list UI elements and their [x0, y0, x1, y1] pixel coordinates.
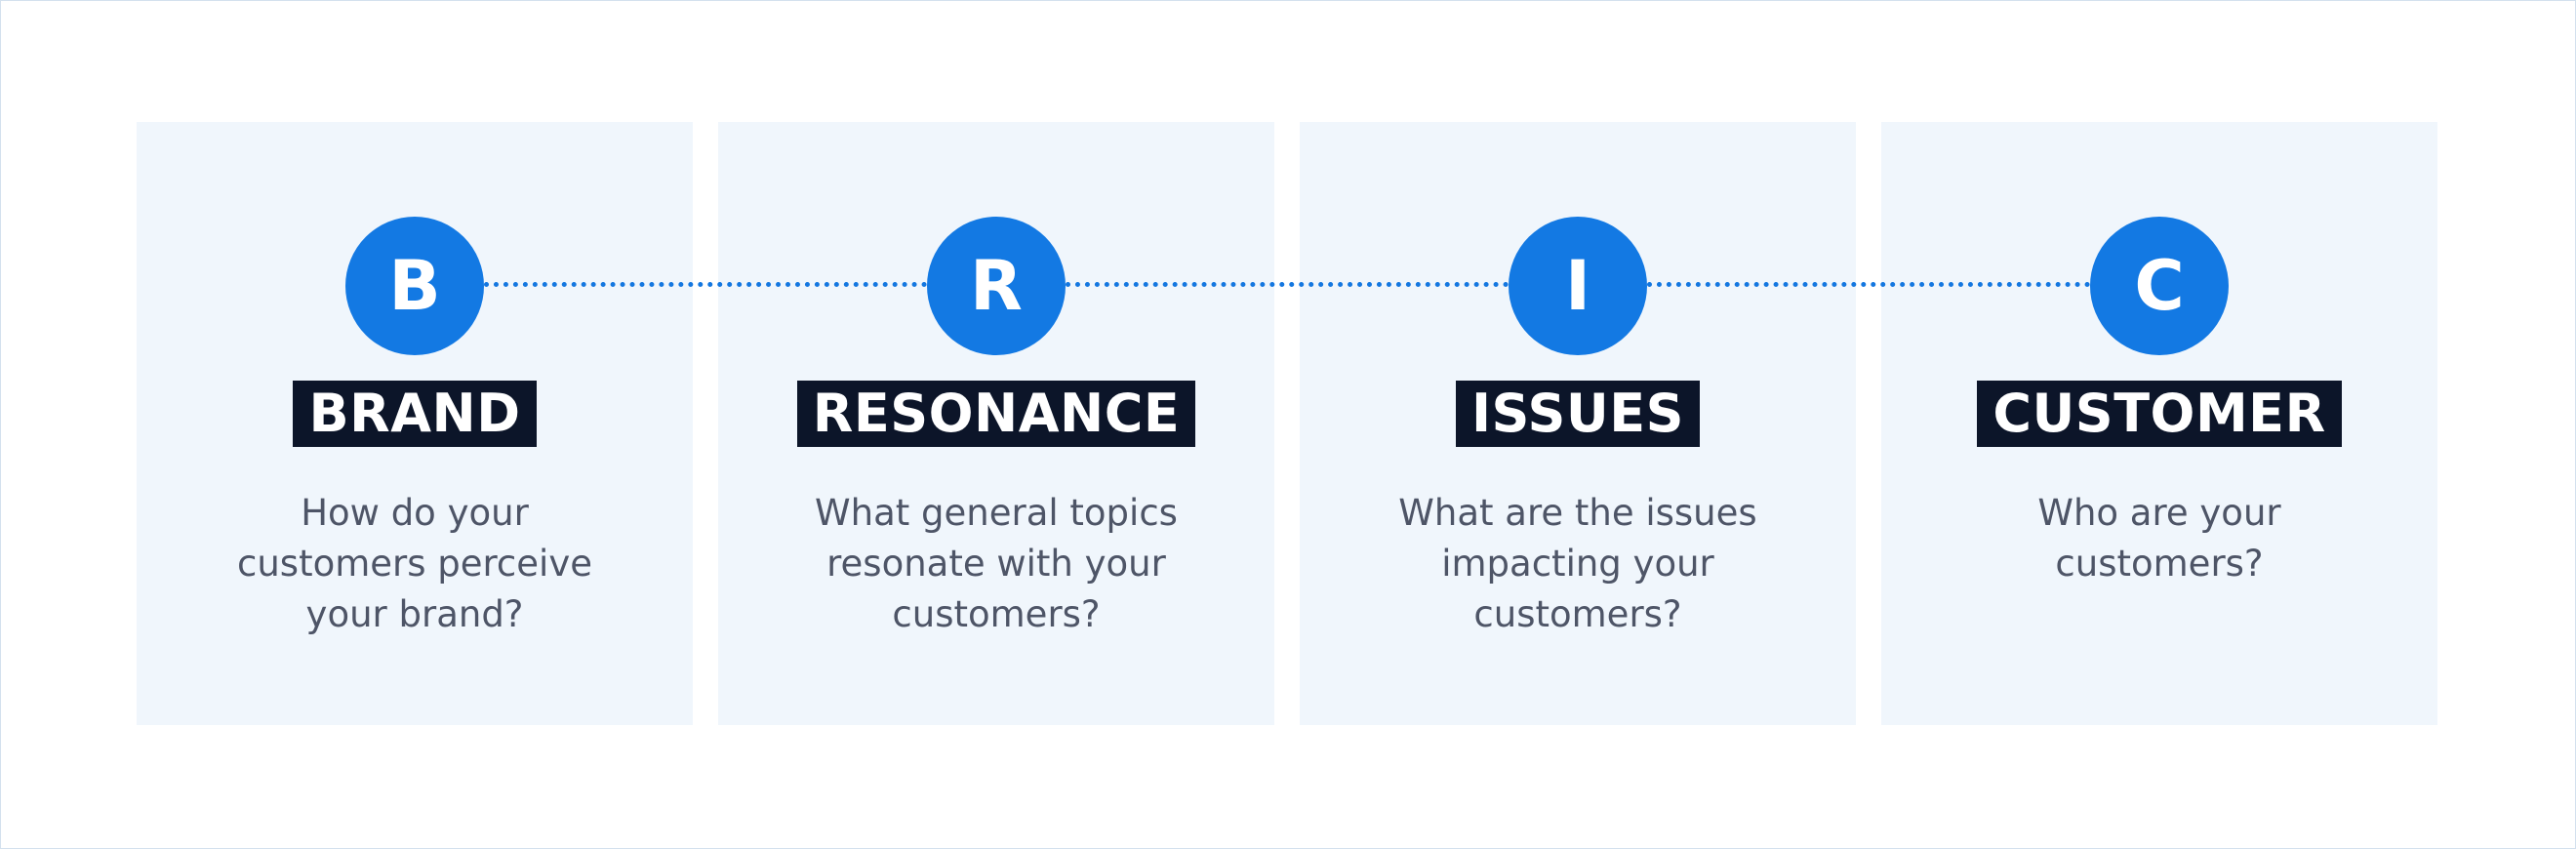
dotted-connector-i-c	[1647, 282, 2090, 287]
step-description-customer: Who are your customers?	[1930, 488, 2389, 589]
dotted-connector-r-i	[1066, 282, 1509, 287]
letter-circle-i: I	[1509, 217, 1647, 355]
description-line: customers?	[2055, 543, 2264, 585]
step-description-resonance: What general topics resonate with your c…	[767, 488, 1226, 640]
title-wrap-brand: BRAND	[137, 381, 693, 447]
description-line: customers?	[1473, 593, 1682, 635]
description-line: your brand?	[305, 593, 524, 635]
description-line: How do your	[301, 492, 529, 534]
step-description-brand: How do your customers perceive your bran…	[185, 488, 644, 640]
step-title-resonance: RESONANCE	[796, 381, 1196, 447]
title-wrap-customer: CUSTOMER	[1881, 381, 2437, 447]
title-wrap-issues: ISSUES	[1300, 381, 1856, 447]
description-line: resonate with your	[826, 543, 1166, 585]
description-line: customers perceive	[237, 543, 592, 585]
description-line: What are the issues	[1398, 492, 1757, 534]
dotted-connector-b-r	[484, 282, 927, 287]
letter-circle-c: C	[2090, 217, 2229, 355]
step-description-issues: What are the issues impacting your custo…	[1348, 488, 1807, 640]
step-title-brand: BRAND	[293, 381, 537, 447]
title-wrap-resonance: RESONANCE	[718, 381, 1274, 447]
letter-circle-r: R	[927, 217, 1066, 355]
description-line: customers?	[892, 593, 1101, 635]
description-line: impacting your	[1441, 543, 1714, 585]
step-title-customer: CUSTOMER	[1977, 381, 2342, 447]
step-title-issues: ISSUES	[1455, 381, 1701, 447]
description-line: What general topics	[815, 492, 1178, 534]
letter-circle-b: B	[345, 217, 484, 355]
description-line: Who are your	[2037, 492, 2281, 534]
